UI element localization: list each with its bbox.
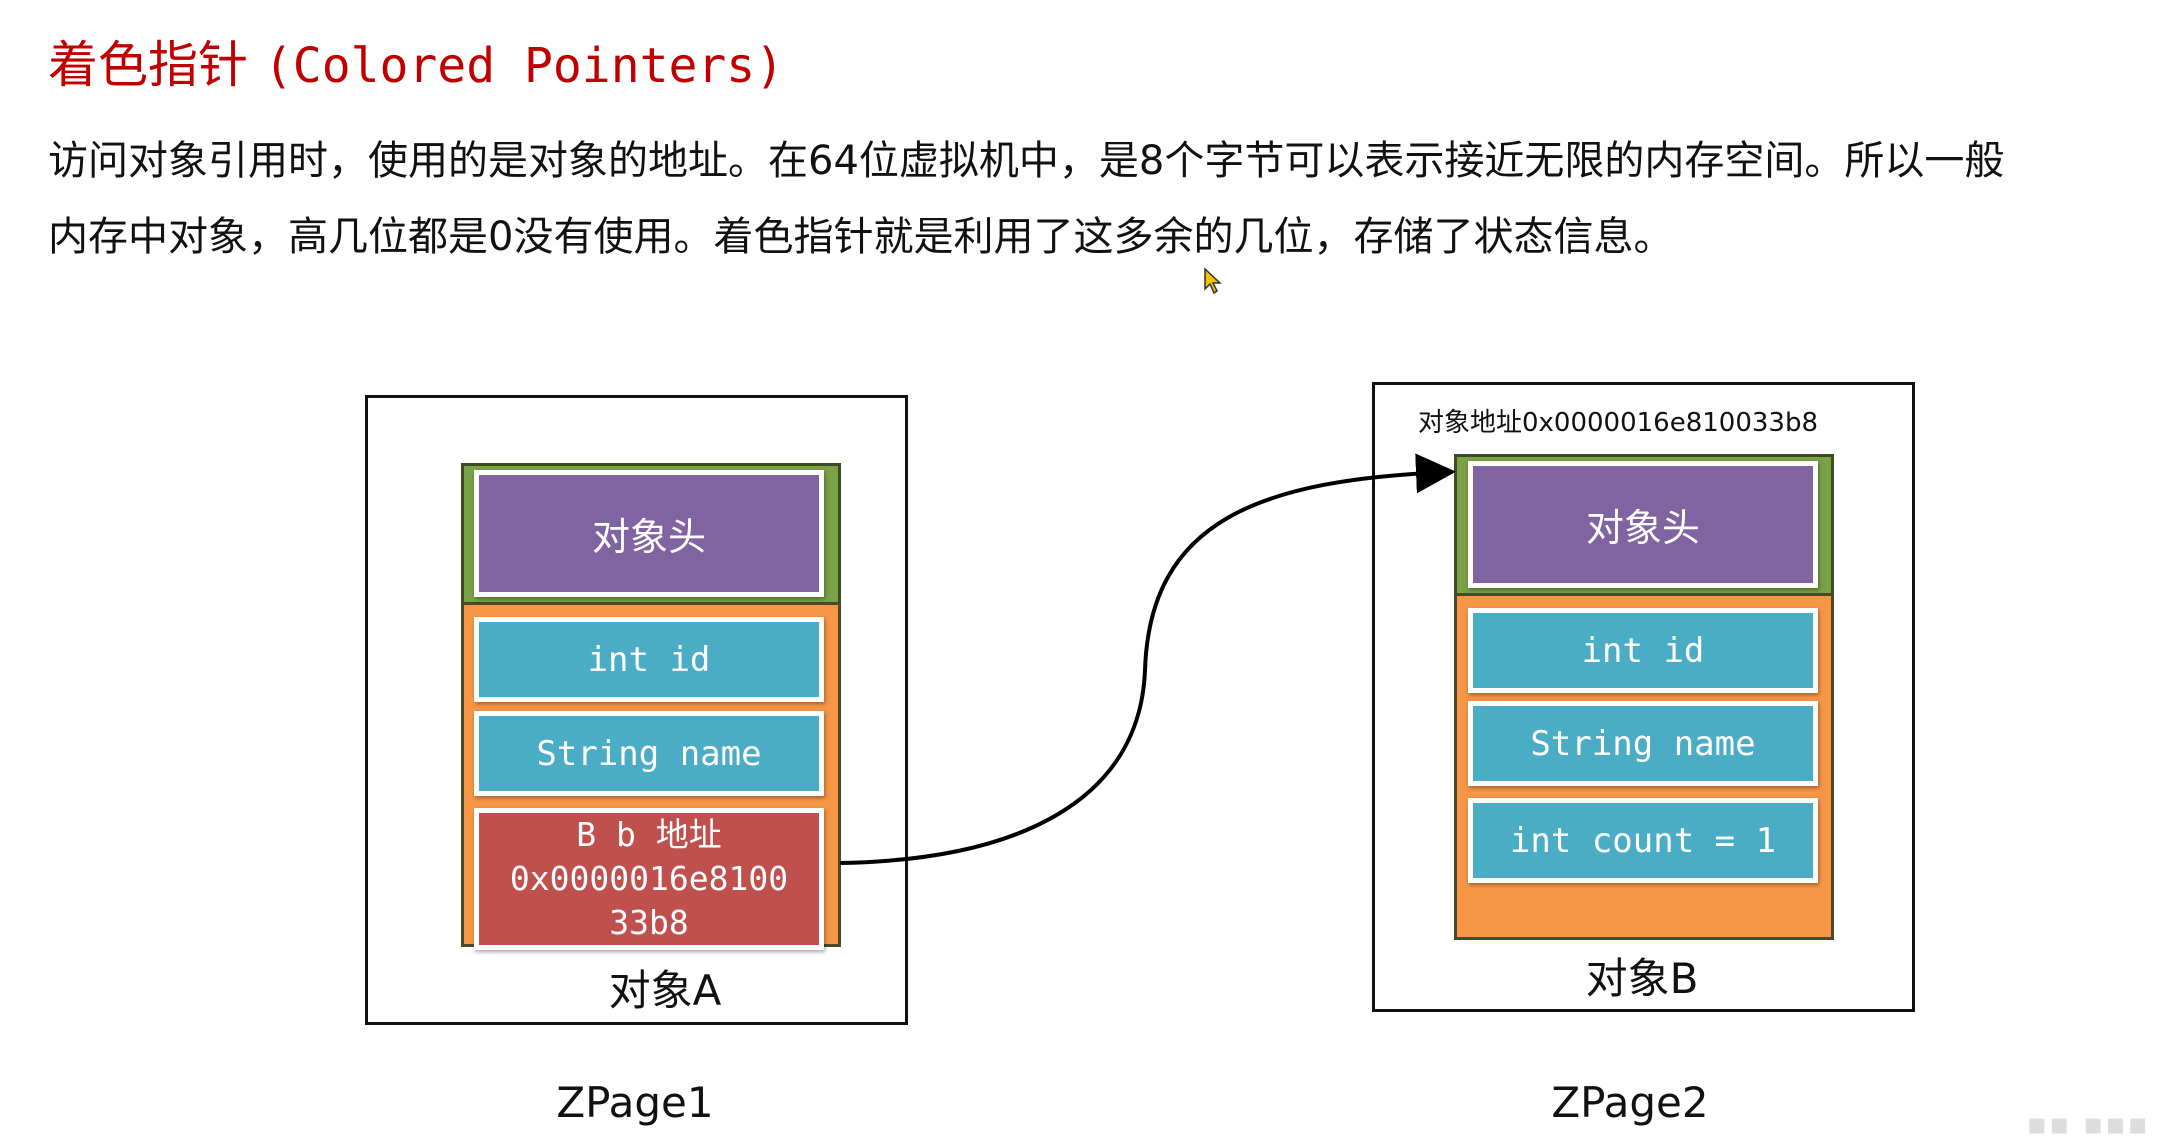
object-b-label: 对象B	[1585, 954, 1699, 1003]
object-a-pointer-field: B b 地址 0x0000016e8100 33b8	[474, 808, 824, 950]
slide-title: 着色指针 (Colored Pointers)	[48, 32, 784, 99]
object-a-label: 对象A	[608, 966, 722, 1015]
pointer-field-line-2: 0x0000016e8100	[509, 859, 789, 898]
pointer-field-line-1: B b 地址	[576, 815, 722, 854]
object-a-field-name-label: String name	[536, 733, 762, 774]
object-b-address: 对象地址0x0000016e810033b8	[1418, 408, 1819, 438]
object-a-field-id-label: int id	[587, 639, 711, 680]
object-b-field-id: int id	[1468, 608, 1818, 693]
pointer-field-line-3: 33b8	[609, 903, 689, 942]
description-line-2: 内存中对象，高几位都是0没有使用。着色指针就是利用了这多余的几位，存储了状态信息…	[48, 214, 1674, 260]
object-b-header: 对象头	[1468, 461, 1818, 588]
object-b-field-name: String name	[1468, 701, 1818, 786]
object-a-field-name: String name	[474, 711, 824, 796]
mouse-cursor-icon	[1204, 267, 1222, 295]
object-a-header-label: 对象头	[591, 515, 706, 559]
watermark: ▪▪ ▪▪▪	[2026, 1107, 2150, 1142]
description-line-1: 访问对象引用时，使用的是对象的地址。在64位虚拟机中，是8个字节可以表示接近无限…	[48, 138, 2005, 184]
pointer-arrow-line	[839, 453, 1456, 865]
object-b-field-name-label: String name	[1530, 723, 1756, 764]
zpage1-label: ZPage1	[556, 1078, 714, 1127]
description: 访问对象引用时，使用的是对象的地址。在64位虚拟机中，是8个字节可以表示接近无限…	[48, 123, 2128, 275]
title-chinese: 着色指针	[48, 36, 248, 94]
object-b-field-count: int count = 1	[1468, 798, 1818, 883]
object-a-header: 对象头	[474, 470, 824, 597]
object-b-header-label: 对象头	[1585, 506, 1700, 550]
object-a-field-id: int id	[474, 617, 824, 702]
object-b-field-id-label: int id	[1581, 630, 1705, 671]
object-b-field-count-label: int count = 1	[1509, 820, 1777, 861]
title-english: (Colored Pointers)	[263, 38, 785, 94]
zpage2-label: ZPage2	[1551, 1078, 1709, 1127]
